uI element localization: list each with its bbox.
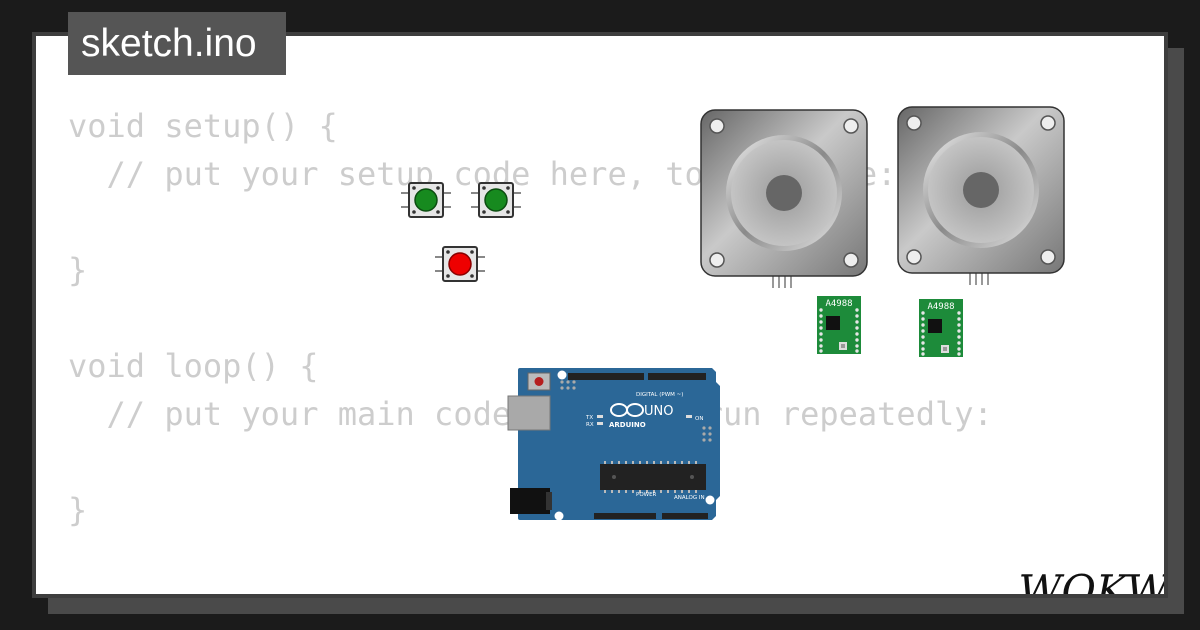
code-line: }	[68, 251, 88, 289]
a4988-driver-1[interactable]: A4988	[817, 296, 861, 354]
power-header-label: POWER	[636, 492, 657, 498]
arduino-model-label: UNO	[644, 404, 673, 419]
pushbutton-red[interactable]	[435, 246, 485, 282]
analog-header-label: ANALOG IN	[674, 495, 705, 501]
arduino-uno-board[interactable]: UNO ARDUINO DIGITAL (PWM ~) POWER ANALOG…	[507, 368, 720, 521]
wokwi-logo-text: WOKWi	[1018, 566, 1168, 598]
file-tab-label: sketch.ino	[81, 22, 257, 65]
arduino-brand-label: ARDUINO	[609, 421, 646, 429]
circuit-diagram: A4988 A4988	[401, 106, 1065, 521]
pushbutton-green-2[interactable]	[471, 182, 521, 218]
code-background: void setup() { // put your setup code he…	[68, 102, 993, 534]
tx-led-label: TX	[585, 415, 593, 421]
button-cap[interactable]	[484, 188, 508, 212]
code-line: }	[68, 491, 88, 529]
digital-header-label: DIGITAL (PWM ~)	[636, 392, 683, 398]
driver-label: A4988	[825, 299, 852, 309]
stepper-motor-1[interactable]	[700, 109, 868, 288]
pushbutton-green-1[interactable]	[401, 182, 451, 218]
button-cap[interactable]	[448, 252, 472, 276]
rx-led-label: RX	[586, 422, 594, 428]
button-cap[interactable]	[414, 188, 438, 212]
driver-label: A4988	[927, 302, 954, 312]
wokwi-logo: WOKWi	[1018, 566, 1168, 598]
on-led-label: ON	[695, 416, 703, 422]
a4988-driver-2[interactable]: A4988	[919, 299, 963, 357]
file-tab[interactable]: sketch.ino	[68, 12, 286, 75]
simulation-canvas[interactable]: void setup() { // put your setup code he…	[32, 32, 1168, 598]
code-line: void setup() {	[68, 107, 338, 145]
code-line: void loop() {	[68, 347, 319, 385]
stepper-motor-2[interactable]	[897, 106, 1065, 285]
